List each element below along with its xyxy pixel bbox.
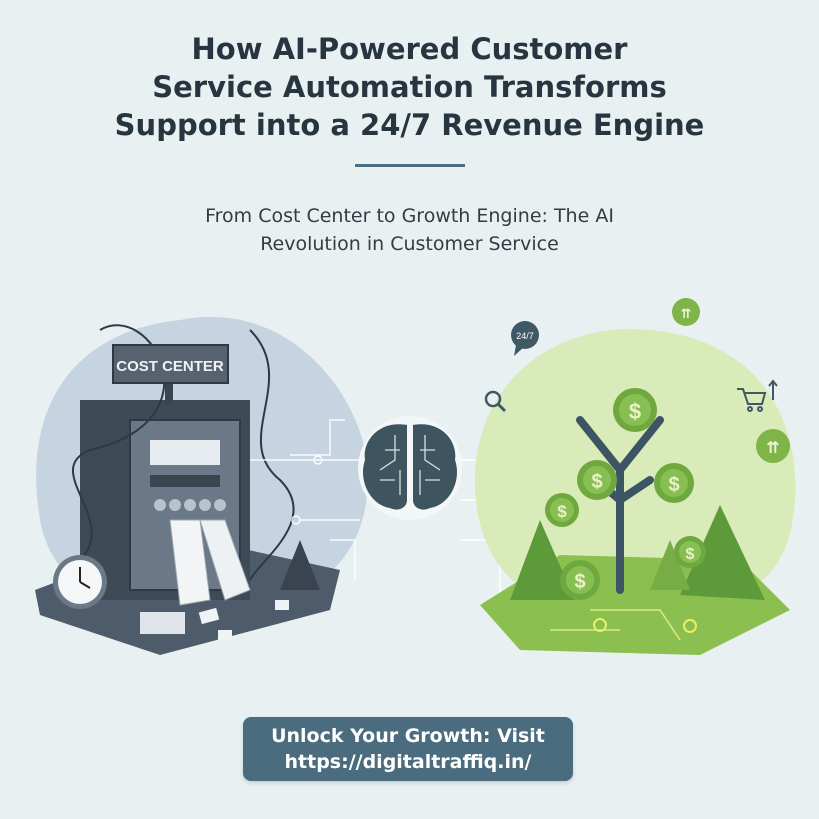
cta-line-1: Unlock Your Growth: Visit xyxy=(271,725,545,747)
growth-arrow-icon: ⇈ xyxy=(756,429,790,463)
coin-icon: $ xyxy=(560,560,600,600)
svg-text:$: $ xyxy=(686,546,695,563)
subtitle-line: From Cost Center to Growth Engine: The A… xyxy=(205,205,614,227)
svg-text:$: $ xyxy=(629,399,641,424)
subtitle-line: Revolution in Customer Service xyxy=(260,233,559,255)
title-line: How AI-Powered Customer xyxy=(191,32,628,66)
dollar-coins: $ $ $ $ $ $ xyxy=(545,388,706,600)
chat-bubble-icon: 24/7 xyxy=(511,321,539,356)
cost-center-scene: COST CENTER xyxy=(35,316,368,655)
page-title: How AI-Powered Customer Service Automati… xyxy=(0,30,819,144)
svg-text:$: $ xyxy=(668,474,679,496)
cost-center-label: COST CENTER xyxy=(116,358,224,375)
coin-icon: $ xyxy=(545,493,579,527)
cost-center-sign: COST CENTER xyxy=(112,344,229,384)
subtitle: From Cost Center to Growth Engine: The A… xyxy=(0,202,819,258)
cta-url[interactable]: https://digitaltraffiq.in/ xyxy=(284,751,532,773)
chat-badge-label: 24/7 xyxy=(516,331,534,341)
coin-icon: $ xyxy=(654,463,694,503)
brain-icon xyxy=(358,416,462,520)
coin-icon: $ xyxy=(674,536,706,568)
svg-text:⇈: ⇈ xyxy=(766,438,779,457)
illustration: COST CENTER $ $ $ $ $ $ xyxy=(35,298,796,655)
title-line: Service Automation Transforms xyxy=(152,70,667,104)
svg-text:$: $ xyxy=(574,571,585,593)
clock-icon xyxy=(53,555,107,609)
title-divider xyxy=(355,164,465,167)
svg-text:⇈: ⇈ xyxy=(681,307,692,322)
coin-icon: $ xyxy=(577,460,617,500)
svg-text:$: $ xyxy=(557,502,567,521)
cart-icon xyxy=(737,379,778,412)
visit-website-button[interactable]: Unlock Your Growth: Visit https://digita… xyxy=(243,717,573,781)
growth-arrow-icon: ⇈ xyxy=(672,298,700,326)
coin-icon: $ xyxy=(613,388,657,432)
title-line: Support into a 24/7 Revenue Engine xyxy=(114,108,705,142)
growth-scene: $ $ $ $ $ $ ⇈ ⇈ 24/7 xyxy=(474,298,796,655)
svg-text:$: $ xyxy=(591,471,602,493)
search-icon xyxy=(484,390,507,413)
